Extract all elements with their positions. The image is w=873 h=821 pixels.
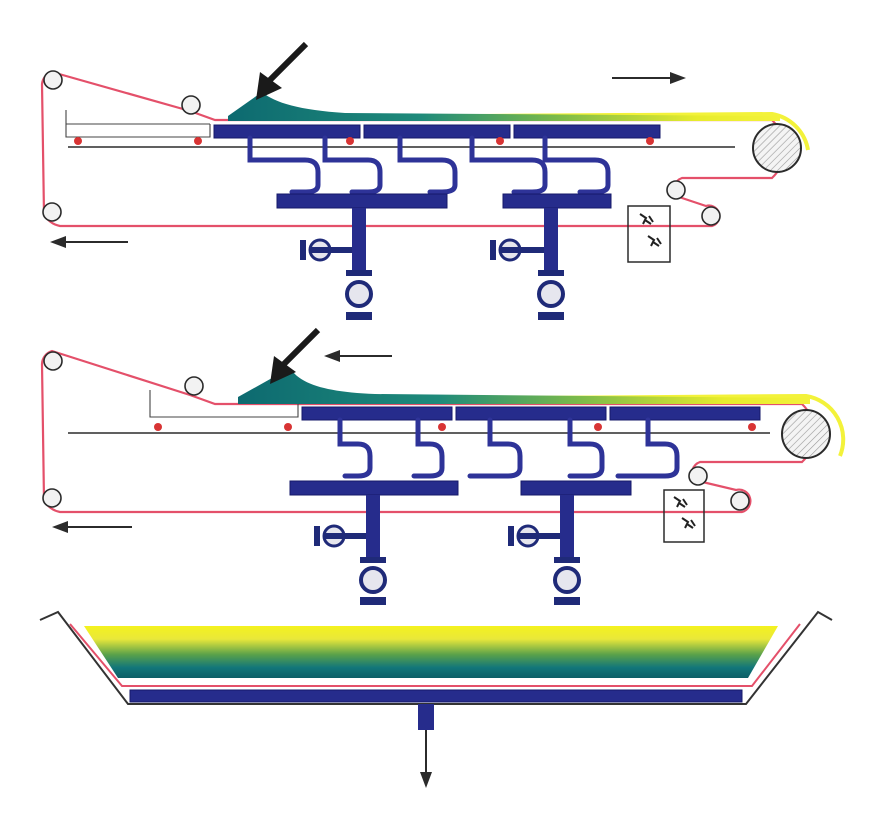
direction-arrow-icon [324, 350, 392, 362]
valve-icon [490, 238, 544, 262]
idler-roller [496, 137, 504, 145]
guide-roller [42, 202, 62, 222]
guide-roller [43, 351, 63, 371]
guide-roller [43, 70, 63, 90]
outlet-arrow-icon [420, 730, 432, 788]
feed-arrow-icon [256, 41, 309, 100]
idler-roller [194, 137, 202, 145]
idler-rollers [154, 423, 756, 431]
filter-unit-upper [40, 41, 810, 320]
direction-arrow-icon [50, 236, 128, 248]
belt-top-edge [479, 111, 810, 151]
idler-roller [748, 423, 756, 431]
valve-icon [508, 524, 560, 548]
tray-drain-plate [129, 689, 743, 703]
direction-arrow-icon [612, 72, 686, 84]
valve-icon [300, 238, 352, 262]
guide-roller [184, 376, 204, 396]
pump-icon [537, 270, 565, 320]
belt-top-edge [519, 393, 846, 457]
riser-pipe [560, 495, 574, 557]
idler-roller [594, 423, 602, 431]
idler-roller [346, 137, 354, 145]
pump-icon [553, 557, 581, 605]
vacuum-pipework [247, 135, 611, 195]
feed-box [65, 110, 211, 138]
riser-pipe [366, 495, 380, 557]
vacuum-plate [609, 406, 761, 421]
pump-icon [359, 557, 387, 605]
guide-roller [42, 488, 62, 508]
vacuum-plate [513, 124, 661, 139]
idler-roller [438, 423, 446, 431]
vacuum-plate [363, 124, 511, 139]
manifold [276, 193, 448, 209]
drive-drum [752, 123, 802, 173]
riser-pipe [352, 208, 366, 270]
washer-spray-icon [663, 489, 705, 543]
guide-roller [181, 95, 201, 115]
filter-cake [228, 92, 780, 121]
idler-roller [646, 137, 654, 145]
valve-icon [314, 524, 366, 548]
idler-roller [284, 423, 292, 431]
manifold [289, 480, 459, 496]
guide-roller [730, 491, 750, 511]
vacuum-plate [455, 406, 607, 421]
idler-roller [154, 423, 162, 431]
idler-rollers [74, 137, 654, 145]
filter-cake [238, 368, 810, 404]
pump-icon [345, 270, 373, 320]
idler-roller [74, 137, 82, 145]
collection-tray [39, 610, 833, 788]
tray-liner [69, 623, 801, 687]
guide-roller [666, 180, 686, 200]
vacuum-plate [301, 406, 453, 421]
direction-arrow-icon [52, 521, 132, 533]
tray-slurry [84, 626, 778, 678]
vacuum-pipework [337, 417, 680, 479]
guide-roller [688, 466, 708, 486]
manifold [520, 480, 632, 496]
feed-arrow-icon [270, 327, 321, 384]
guide-roller [701, 206, 721, 226]
washer-spray-icon [627, 205, 671, 263]
tray-outline [39, 610, 833, 705]
drain-pipe [418, 704, 434, 730]
manifold [502, 193, 612, 209]
filter-unit-lower [40, 327, 846, 605]
riser-pipe [544, 208, 558, 270]
vacuum-plate [213, 124, 361, 139]
drive-drum [781, 409, 831, 459]
feed-box [149, 390, 299, 418]
